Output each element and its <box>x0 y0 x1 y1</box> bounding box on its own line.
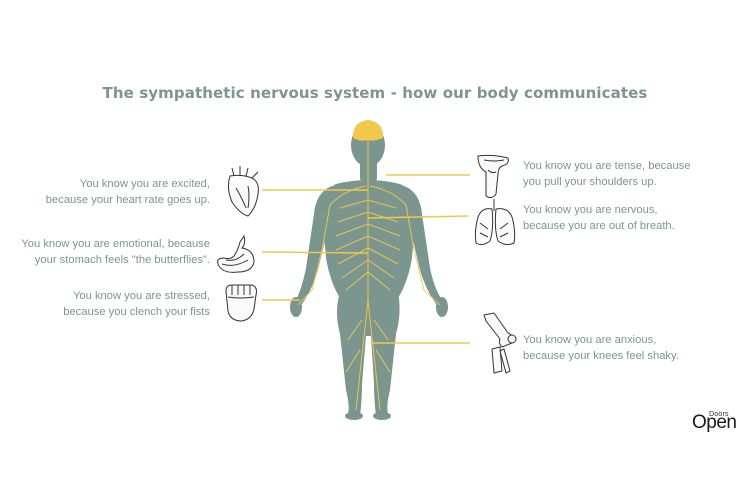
note-lungs-line1: You know you are nervous, <box>523 204 658 216</box>
note-knee-line1: You know you are anxious, <box>523 334 657 346</box>
brain-shape <box>352 120 384 141</box>
note-fist-line2: because you clench your fists <box>63 306 210 318</box>
stomach-icon <box>217 234 255 273</box>
page-title: The sympathetic nervous system - how our… <box>102 84 648 102</box>
knee-icon <box>483 312 517 374</box>
note-fist-line1: You know you are stressed, <box>72 290 210 302</box>
lungs-connector <box>367 215 469 219</box>
note-heart-line2: because your heart rate goes up. <box>45 194 210 206</box>
human-body-silhouette <box>290 123 448 420</box>
nerve-network <box>297 140 441 411</box>
note-lungs-line2: because you are out of breath. <box>523 220 675 232</box>
doors-open-logo: Doors Open <box>692 408 748 436</box>
stomach-connector <box>261 251 369 254</box>
note-knee: You know you are anxious, because your k… <box>523 332 679 364</box>
logo-big-text: Open <box>692 412 737 433</box>
note-heart-line1: You know you are excited, <box>79 178 210 190</box>
note-heart: You know you are excited, because your h… <box>46 176 210 208</box>
note-fist: You know you are stressed, because you c… <box>63 288 210 320</box>
note-stomach: You know you are emotional, because your… <box>21 236 210 268</box>
fist-icon <box>225 284 257 322</box>
heart-icon <box>227 166 259 217</box>
shoulder-icon <box>477 154 509 199</box>
note-stomach-line1: You know you are emotional, because <box>21 238 210 250</box>
note-lungs: You know you are nervous, because you ar… <box>523 202 675 234</box>
note-stomach-line2: your stomach feels "the butterflies". <box>34 254 210 266</box>
note-shoulder-line2: you pull your shoulders up. <box>523 176 657 188</box>
note-shoulder-line1: You know you are tense, because <box>523 160 691 172</box>
note-knee-line2: because your knees feel shaky. <box>523 350 679 362</box>
note-shoulder: You know you are tense, because you pull… <box>523 158 691 190</box>
lungs-icon <box>474 199 516 246</box>
logo-small-text: Doors <box>709 411 729 418</box>
connector-lines <box>261 174 470 344</box>
